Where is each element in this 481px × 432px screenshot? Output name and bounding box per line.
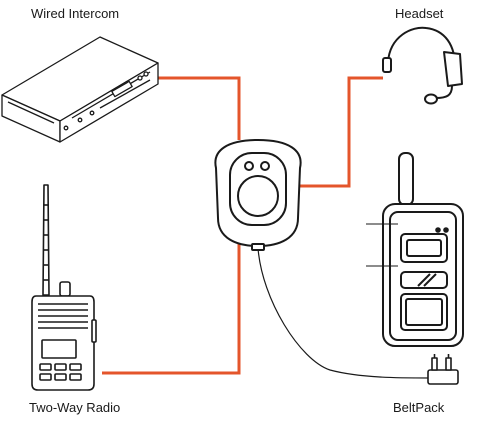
two-way-radio-device <box>31 184 97 391</box>
label-two-way-radio: Two-Way Radio <box>29 400 121 415</box>
cable-beltpack <box>257 247 431 379</box>
label-headset: Headset <box>395 6 444 21</box>
headset-device <box>382 26 463 105</box>
wired-intercom-device <box>1 36 159 143</box>
cable-wired-intercom <box>158 76 241 140</box>
cable-two-way-radio <box>102 240 241 375</box>
cable-headset <box>300 76 383 188</box>
orange-cables <box>102 76 383 375</box>
dual-pin-connector <box>427 354 459 385</box>
label-wired-intercom: Wired Intercom <box>31 6 120 21</box>
beltpack-device <box>366 152 464 347</box>
interface-hub <box>214 139 302 251</box>
label-beltpack: BeltPack <box>393 400 445 415</box>
